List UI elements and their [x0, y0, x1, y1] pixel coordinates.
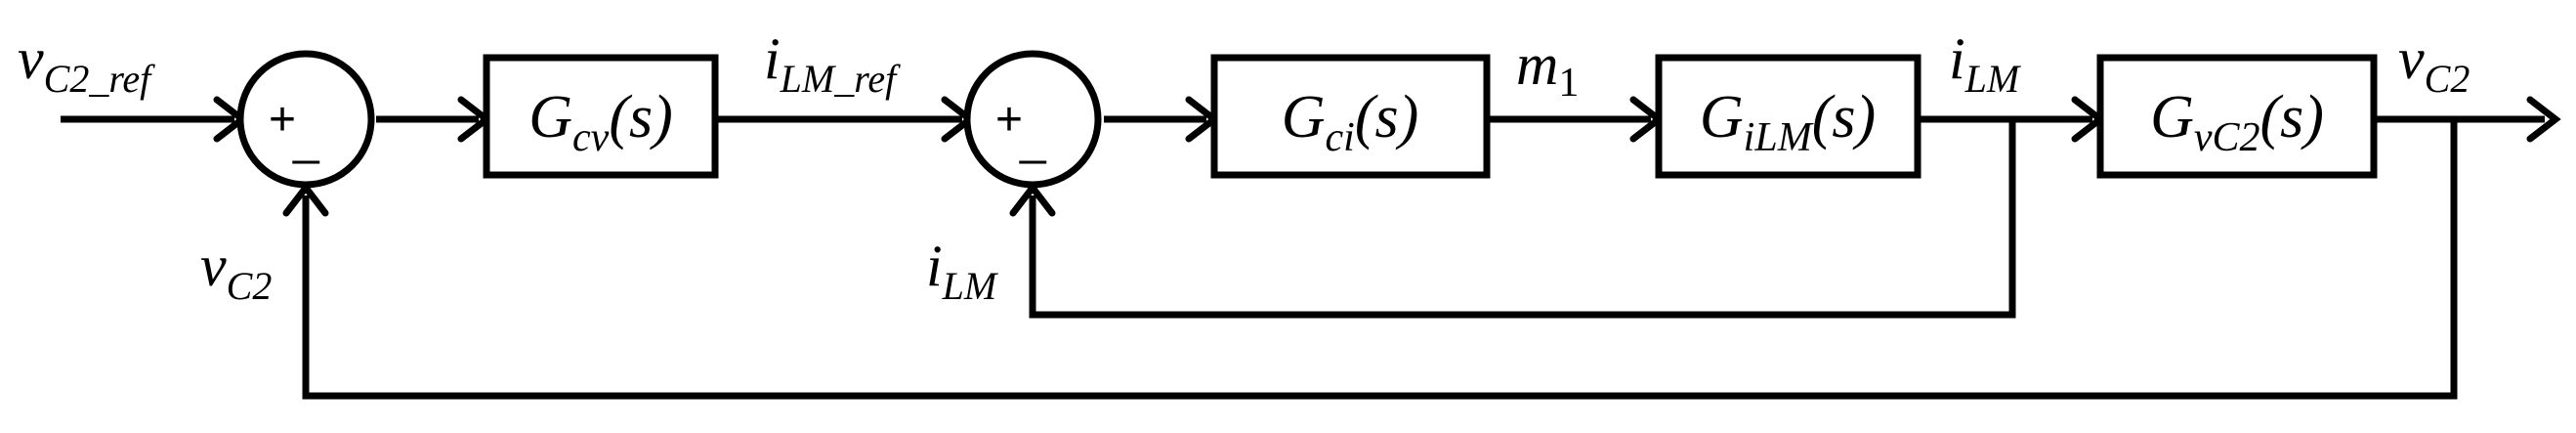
- block-gilm-sub: iLM: [1744, 115, 1814, 160]
- block-gcv-main: G: [528, 84, 572, 151]
- block-gci: Gci(s): [1210, 54, 1491, 179]
- block-gvc2-main: G: [2150, 84, 2194, 151]
- label-ilm-feedback: iLM: [926, 234, 999, 308]
- label-vc2-output-main: v: [2398, 26, 2425, 91]
- sum-outer-minus-sign: _: [292, 113, 320, 165]
- label-ilm-output-sub: LM: [1964, 57, 2022, 101]
- outer-feedback-path-vc2: [302, 119, 2458, 400]
- label-ilm-feedback-sub: LM: [942, 264, 999, 308]
- summing-junction-inner: + _: [963, 50, 1102, 189]
- block-gci-main: G: [1282, 84, 1326, 151]
- inner-feedback-path-ilm: [1029, 119, 2016, 319]
- svg-text:GiLM(s): GiLM(s): [1700, 84, 1876, 160]
- sum-outer-plus-sign: +: [269, 94, 296, 146]
- block-gvc2: GvC2(s): [2096, 54, 2378, 179]
- label-m1: m1: [1516, 32, 1579, 106]
- svg-text:GvC2(s): GvC2(s): [2150, 84, 2324, 160]
- label-vc2-feedback-main: v: [200, 234, 227, 298]
- label-vc2-output: vC2: [2398, 26, 2470, 101]
- label-ilm-ref: iLM_ref: [764, 26, 901, 101]
- block-gcv-arg: (s): [609, 84, 672, 151]
- block-gvc2-sub: vC2: [2194, 115, 2260, 160]
- label-ilm-ref-main: i: [764, 26, 781, 91]
- label-ilm-output-main: i: [1949, 26, 1965, 91]
- summing-junction-outer: + _: [236, 50, 375, 189]
- block-gvc2-arg: (s): [2260, 84, 2324, 151]
- label-m1-sub: 1: [1558, 61, 1579, 106]
- sum-inner-plus-sign: +: [995, 94, 1023, 146]
- label-ilm-output: iLM: [1949, 26, 2022, 101]
- block-gilm-arg: (s): [1812, 84, 1876, 151]
- label-vc2-feedback-sub: C2: [227, 264, 273, 308]
- label-ilm-feedback-main: i: [926, 234, 943, 298]
- block-gcv: Gcv(s): [483, 54, 719, 179]
- sum-inner-minus-sign: _: [1019, 113, 1047, 165]
- block-gci-arg: (s): [1355, 84, 1418, 151]
- label-vc2-ref-input: vC2_ref: [18, 26, 155, 101]
- label-m1-main: m: [1516, 32, 1558, 97]
- arrowhead-output: [2526, 96, 2561, 143]
- label-vc2-feedback: vC2: [200, 234, 272, 308]
- block-gilm: GiLM(s): [1655, 54, 1921, 179]
- svg-text:Gcv(s): Gcv(s): [528, 84, 673, 160]
- svg-text:Gci(s): Gci(s): [1282, 84, 1419, 160]
- block-gilm-main: G: [1700, 84, 1744, 151]
- label-vc2-ref-sub: C2_ref: [44, 57, 156, 101]
- label-vc2-output-sub: C2: [2425, 57, 2470, 101]
- label-ilm-ref-sub: LM_ref: [780, 57, 901, 101]
- block-gcv-sub: cv: [572, 115, 610, 160]
- label-vc2-ref-main: v: [18, 26, 44, 91]
- block-gci-sub: ci: [1326, 115, 1355, 160]
